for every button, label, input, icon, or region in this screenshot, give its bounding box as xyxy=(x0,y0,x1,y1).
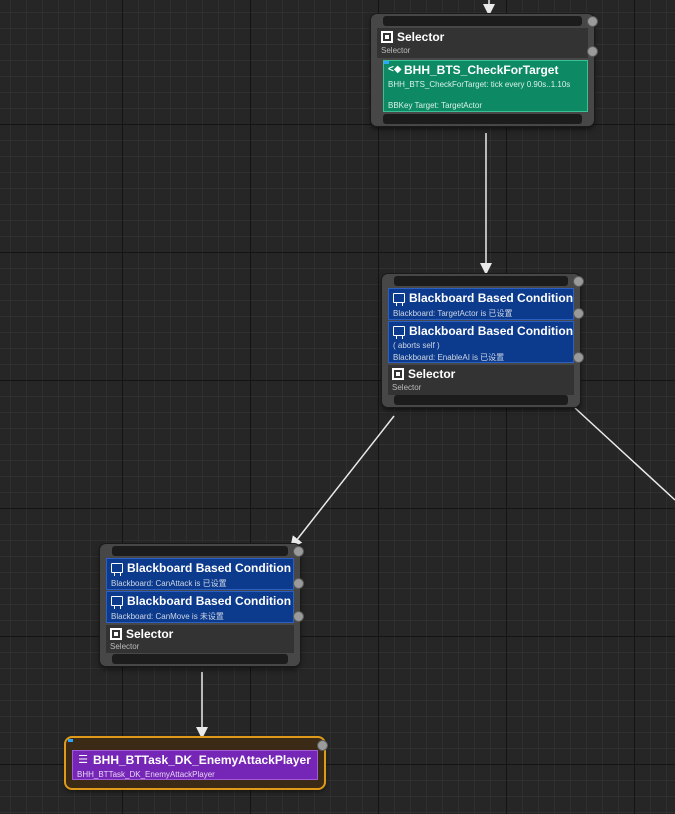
top-input-bar[interactable] xyxy=(383,16,582,26)
left-input-bar[interactable] xyxy=(112,546,288,556)
wire-middle-to-right xyxy=(574,407,675,501)
selector-row[interactable]: Selector Selector xyxy=(388,365,574,395)
left-input-pin[interactable] xyxy=(293,546,304,557)
service-flag xyxy=(384,61,389,64)
middle-selector-node[interactable]: Blackboard Based Condition Blackboard: T… xyxy=(382,274,584,407)
decorator-detail: Blackboard: CanAttack is 已设置 xyxy=(111,579,227,588)
service-title: BHH_BTS_CheckForTarget xyxy=(404,63,559,77)
selector-subtitle: Selector xyxy=(392,383,422,392)
decorator-can-attack[interactable]: Blackboard Based Condition Blackboard: C… xyxy=(106,558,294,590)
decorator-title: Blackboard Based Condition xyxy=(127,561,292,575)
task-icon: ☰ xyxy=(78,754,88,766)
decorator1-pin[interactable] xyxy=(573,308,584,319)
task-subtitle: BHH_BTTask_DK_EnemyAttackPlayer xyxy=(77,770,215,779)
decorator2-pin[interactable] xyxy=(293,611,304,622)
task-title: BHH_BTTask_DK_EnemyAttackPlayer xyxy=(93,753,311,767)
selector-subtitle: Selector xyxy=(381,46,411,55)
blackboard-decorator-icon xyxy=(111,596,123,609)
task-flag xyxy=(68,739,73,742)
selector-row[interactable]: Selector Selector xyxy=(377,28,588,58)
task-input-pin[interactable] xyxy=(317,740,328,751)
task-node[interactable]: ☰ BHH_BTTask_DK_EnemyAttackPlayer BHH_BTT… xyxy=(66,738,328,788)
selector-title: Selector xyxy=(126,627,174,641)
decorator-enable-ai[interactable]: Blackboard Based Condition ( aborts self… xyxy=(388,321,574,363)
selector-icon xyxy=(110,628,122,640)
blackboard-decorator-icon xyxy=(111,563,123,576)
selector-title: Selector xyxy=(397,30,445,44)
decorator2-pin[interactable] xyxy=(573,352,584,363)
top-output-bar[interactable] xyxy=(383,114,582,124)
blackboard-decorator-icon xyxy=(393,293,405,306)
decorator-aborts: ( aborts self ) xyxy=(393,341,440,350)
selector-icon xyxy=(381,31,393,43)
decorator-title: Blackboard Based Condition xyxy=(127,594,292,608)
top-selector-node[interactable]: Selector Selector <◆BHH_BTS_CheckForTarg… xyxy=(371,14,598,126)
task-row[interactable]: ☰ BHH_BTTask_DK_EnemyAttackPlayer BHH_BTT… xyxy=(72,750,318,780)
selector-pin[interactable] xyxy=(587,46,598,57)
selector-icon xyxy=(392,368,404,380)
middle-input-pin[interactable] xyxy=(573,276,584,287)
decorator-detail: Blackboard: EnableAI is 已设置 xyxy=(393,353,505,362)
service-detail: BHH_BTS_CheckForTarget: tick every 0.90s… xyxy=(388,80,571,89)
selector-subtitle: Selector xyxy=(110,642,140,651)
decorator-title: Blackboard Based Condition xyxy=(409,291,574,305)
service-row[interactable]: <◆BHH_BTS_CheckForTarget BHH_BTS_CheckFo… xyxy=(383,60,588,112)
service-key: BBKey Target: TargetActor xyxy=(388,101,482,110)
left-selector-node[interactable]: Blackboard Based Condition Blackboard: C… xyxy=(100,544,304,666)
selector-row[interactable]: Selector Selector xyxy=(106,625,294,653)
middle-input-bar[interactable] xyxy=(394,276,568,286)
middle-output-bar[interactable] xyxy=(394,395,568,405)
left-output-bar[interactable] xyxy=(112,654,288,664)
decorator-detail: Blackboard: CanMove is 未设置 xyxy=(111,612,224,621)
selector-title: Selector xyxy=(408,367,456,381)
decorator1-pin[interactable] xyxy=(293,578,304,589)
blackboard-decorator-icon xyxy=(393,326,405,339)
decorator-can-move[interactable]: Blackboard Based Condition Blackboard: C… xyxy=(106,591,294,623)
wire-middle-to-left xyxy=(290,415,395,549)
service-icon: <◆ xyxy=(388,64,402,75)
decorator-detail: Blackboard: TargetActor is 已设置 xyxy=(393,309,513,318)
decorator-title: Blackboard Based Condition xyxy=(409,324,574,338)
decorator-target-actor[interactable]: Blackboard Based Condition Blackboard: T… xyxy=(388,288,574,320)
top-input-pin[interactable] xyxy=(587,16,598,27)
